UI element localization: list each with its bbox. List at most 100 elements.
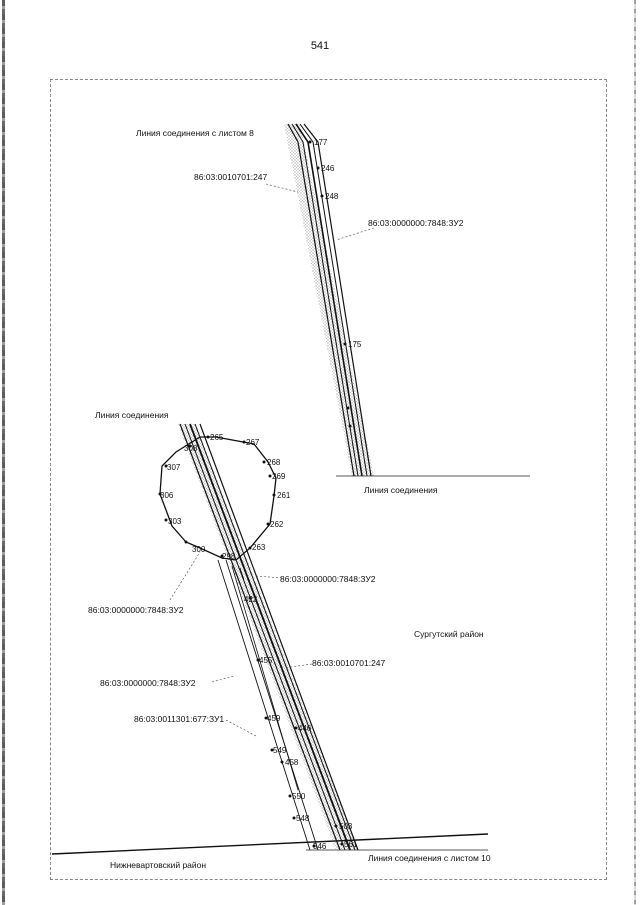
leader-247-top — [265, 183, 299, 193]
point-503 — [334, 824, 338, 828]
point-label-307: 307 — [167, 463, 181, 472]
label-join-line-right: Линия соединения — [364, 485, 438, 495]
point-upper-b — [348, 424, 352, 428]
label-surgut-district: Сургутский район — [414, 629, 484, 639]
point-label-550: 550 — [292, 792, 306, 801]
point-label-268: 268 — [267, 458, 281, 467]
lower-road-line-2 — [184, 423, 346, 851]
point-label-298: 298 — [222, 552, 236, 561]
point-458 — [280, 760, 284, 764]
point-label-269: 269 — [272, 472, 286, 481]
upper-road-line-4 — [299, 123, 368, 477]
point-label-458: 458 — [285, 758, 299, 767]
point-label-263: 263 — [252, 543, 266, 552]
point-262 — [266, 522, 270, 526]
point-550 — [288, 794, 292, 798]
point-175 — [343, 342, 347, 346]
point-268 — [262, 460, 266, 464]
leader-zu2-mid — [255, 575, 283, 579]
lower-road-line-4 — [194, 423, 356, 851]
page-number: 541 — [310, 40, 330, 52]
point-label-267: 267 — [246, 438, 260, 447]
point-561 — [340, 842, 344, 846]
upper-road-line-1 — [287, 123, 355, 477]
point-label-300: 300 — [192, 545, 206, 554]
point-label-265: 265 — [210, 433, 224, 442]
point-label-549: 549 — [273, 746, 287, 755]
branch-line-2 — [225, 559, 319, 851]
point-308 — [188, 444, 192, 448]
branch-stub — [239, 567, 245, 581]
point-label-308: 308 — [184, 444, 198, 453]
lower-road-line-5 — [199, 423, 359, 851]
point-446 — [294, 726, 298, 730]
point-label-306: 306 — [160, 491, 174, 500]
leader-247-bottom — [283, 663, 313, 669]
parcel-label-247-bottom: 86:03:0010701:247 — [312, 658, 386, 668]
point-177 — [308, 140, 312, 144]
point-label-262: 262 — [270, 520, 284, 529]
point-548 — [292, 816, 296, 820]
map-frame — [50, 79, 607, 880]
point-306 — [158, 492, 162, 496]
leader-lines — [169, 183, 375, 737]
upper-road-line-3 — [295, 123, 363, 477]
point-265 — [206, 435, 210, 439]
point-298 — [220, 554, 224, 558]
point-label-561: 561 — [344, 840, 358, 849]
point-label-248: 248 — [325, 192, 339, 201]
leader-zu2-top — [335, 227, 375, 241]
lower-road-line-1 — [179, 423, 341, 851]
branch-line-1 — [217, 559, 311, 851]
point-546 — [312, 844, 316, 848]
parcel-label-zu2-left: 86:03:0000000:7848:ЗУ2 — [88, 605, 184, 615]
point-246 — [316, 166, 320, 170]
upper-road-line-5 — [303, 123, 372, 477]
parcel-label-zu2-top: 86:03:0000000:7848:ЗУ2 — [368, 218, 464, 228]
point-422 — [248, 596, 252, 600]
point-248 — [320, 194, 324, 198]
point-459 — [264, 716, 268, 720]
point-303 — [164, 518, 168, 522]
upper-points — [308, 140, 352, 428]
branch-line-3 — [231, 565, 299, 791]
point-label-459: 459 — [267, 714, 281, 723]
parcel-label-zu1: 86:03:0011301:677:ЗУ1 — [134, 714, 224, 724]
point-307 — [164, 464, 168, 468]
parcel-label-zu2-mid: 86:03:0000000:7848:ЗУ2 — [280, 574, 376, 584]
lower-points — [158, 435, 344, 848]
label-join-sheet-10: Линия соединения с листом 10 — [368, 853, 491, 863]
upper-road-line-2 — [291, 123, 359, 477]
circular-parcel-boundary — [159, 436, 277, 561]
point-label-422: 422 — [244, 595, 258, 604]
point-549 — [270, 748, 274, 752]
point-269 — [268, 474, 272, 478]
leader-zu1 — [225, 719, 257, 737]
point-455 — [256, 658, 260, 662]
point-label-446: 446 — [298, 724, 312, 733]
lower-road-corridor — [178, 423, 359, 851]
point-label-548: 548 — [296, 814, 310, 823]
point-label-546: 546 — [313, 842, 327, 851]
point-263 — [248, 546, 252, 550]
point-267 — [242, 440, 246, 444]
leader-zu2-left — [169, 551, 201, 601]
scan-edge-left — [2, 0, 5, 905]
lower-hatched-zone — [178, 424, 358, 850]
label-join-line-left: Линия соединения — [95, 410, 169, 420]
point-label-175: 175 — [348, 340, 362, 349]
district-boundary-line — [51, 833, 489, 855]
point-300 — [184, 540, 188, 544]
parcel-label-247-top: 86:03:0010701:247 — [194, 172, 268, 182]
point-261 — [272, 493, 276, 497]
point-upper-a — [346, 406, 350, 410]
lower-road-line-3 — [189, 423, 351, 851]
point-label-503: 503 — [339, 822, 353, 831]
upper-road-corridor — [284, 123, 374, 477]
label-join-sheet-8: Линия соединения с листом 8 — [136, 128, 254, 138]
point-label-261: 261 — [277, 491, 291, 500]
point-label-455: 455 — [259, 656, 273, 665]
parcel-label-zu2-lower: 86:03:0000000:7848:ЗУ2 — [100, 678, 196, 688]
label-nizhnevartovsk-district: Нижневартовский район — [110, 860, 206, 870]
